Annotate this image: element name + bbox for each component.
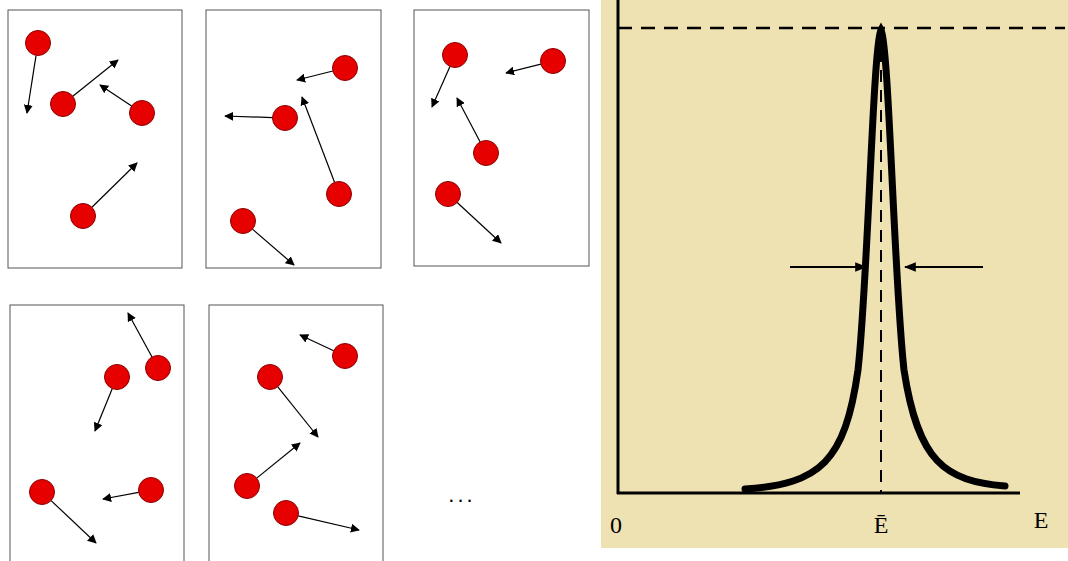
particle xyxy=(436,182,502,244)
particle-dot xyxy=(26,31,51,56)
particle xyxy=(71,163,138,229)
velocity-arrow xyxy=(103,492,139,499)
mean-energy-label: Ē xyxy=(874,513,889,537)
velocity-arrow xyxy=(100,85,132,106)
particle-dot xyxy=(443,43,468,68)
particle xyxy=(51,60,119,117)
velocity-arrow xyxy=(432,66,450,107)
particle-dot xyxy=(146,356,171,381)
particle xyxy=(26,31,51,114)
particle xyxy=(95,365,130,432)
particle xyxy=(103,478,164,503)
velocity-arrow xyxy=(257,443,300,478)
particle-dot xyxy=(231,209,256,234)
particle-dot xyxy=(333,56,358,81)
ensemble-box xyxy=(209,305,383,561)
particle xyxy=(274,501,360,531)
velocity-arrow xyxy=(95,389,112,431)
particle-dot xyxy=(71,204,96,229)
particle-dot xyxy=(333,344,358,369)
ellipsis: ... xyxy=(448,484,475,506)
particle-dot xyxy=(474,141,499,166)
ensemble-box xyxy=(10,305,184,561)
distribution-curve xyxy=(745,30,1005,489)
plot-panel xyxy=(601,0,1068,548)
velocity-arrow xyxy=(297,71,333,80)
particle-dot xyxy=(30,480,55,505)
velocity-arrow xyxy=(27,55,36,113)
velocity-arrow xyxy=(128,313,152,357)
velocity-arrow xyxy=(73,60,118,96)
particle-dot xyxy=(327,182,352,207)
particle xyxy=(30,480,97,544)
velocity-arrow xyxy=(278,387,318,437)
particle-dot xyxy=(51,92,76,117)
velocity-arrow xyxy=(457,202,501,243)
particle-dot xyxy=(235,474,260,499)
velocity-arrow xyxy=(457,98,480,142)
velocity-arrow xyxy=(302,97,335,182)
particle xyxy=(302,97,352,207)
particle-dot xyxy=(130,101,155,126)
particle xyxy=(297,56,358,81)
particle-dot xyxy=(258,365,283,390)
particle-dot xyxy=(436,182,461,207)
velocity-arrow xyxy=(506,64,541,73)
particle-dot xyxy=(139,478,164,503)
particle xyxy=(432,43,468,108)
ensemble-box xyxy=(414,10,589,266)
ensemble-box xyxy=(8,10,182,268)
velocity-arrow xyxy=(92,163,137,207)
particle xyxy=(235,443,301,499)
velocity-arrow xyxy=(252,229,294,265)
axis-label: E xyxy=(1034,508,1049,532)
axis-origin: 0 xyxy=(610,513,622,537)
particle-dot xyxy=(273,106,298,131)
particle-dot xyxy=(105,365,130,390)
x-axis xyxy=(617,492,1020,495)
velocity-arrow xyxy=(225,116,273,118)
particle-dot xyxy=(274,501,299,526)
width-arrow xyxy=(905,266,983,268)
particle-dot xyxy=(541,49,566,74)
velocity-arrow xyxy=(300,335,334,351)
particle xyxy=(128,313,171,381)
width-arrow xyxy=(790,266,866,268)
mean-line xyxy=(880,30,882,493)
particle xyxy=(100,85,155,126)
particle xyxy=(225,106,298,131)
particle xyxy=(258,365,319,438)
velocity-arrow xyxy=(298,516,359,530)
particle xyxy=(231,209,295,266)
peak-level-line xyxy=(618,27,1065,30)
particle xyxy=(506,49,566,74)
velocity-arrow xyxy=(51,501,96,543)
particle xyxy=(457,98,499,166)
y-axis xyxy=(617,0,620,494)
ensemble-box xyxy=(206,10,381,268)
particle xyxy=(300,335,358,369)
